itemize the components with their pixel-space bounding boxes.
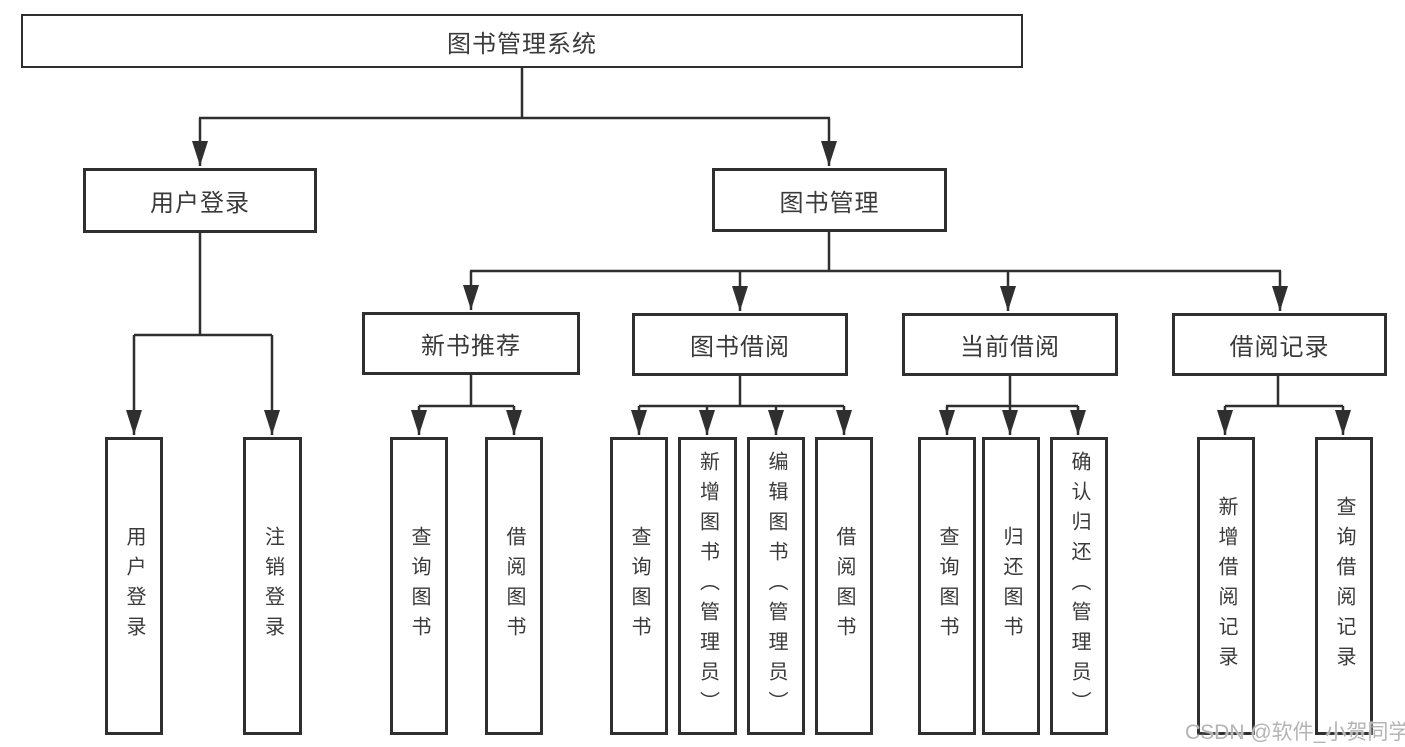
leaf-query-book-current-label: 查询图书 (936, 526, 958, 646)
csdn-watermark: CSDN @软件_小贺同学 (1185, 721, 1405, 744)
leaf-query-book-recommend: 查询图书 (390, 437, 448, 735)
node-user-login-label: 用户登录 (150, 190, 250, 217)
leaf-query-book-current: 查询图书 (918, 437, 976, 735)
node-book-management: 图书管理 (712, 168, 947, 232)
leaf-query-book-recommend-label: 查询图书 (408, 526, 430, 646)
node-current-borrow-label: 当前借阅 (960, 334, 1060, 361)
leaf-borrow-book-recommend-label: 借阅图书 (503, 526, 525, 646)
leaf-add-borrow-record: 新增借阅记录 (1197, 437, 1255, 735)
leaf-add-borrow-record-label: 新增借阅记录 (1215, 496, 1237, 676)
node-book-borrow-label: 图书借阅 (690, 334, 790, 361)
node-root-system: 图书管理系统 (21, 14, 1023, 68)
leaf-edit-book-admin-label: 编辑图书（管理员） (765, 451, 787, 721)
leaf-borrow-book: 借阅图书 (815, 437, 873, 735)
leaf-add-book-admin-label: 新增图书（管理员） (696, 451, 719, 721)
leaf-query-book-borrow: 查询图书 (610, 437, 668, 735)
node-book-management-label: 图书管理 (779, 189, 880, 217)
leaf-logout: 注销登录 (243, 437, 302, 735)
leaf-borrow-book-label: 借阅图书 (833, 526, 855, 646)
leaf-logout-label: 注销登录 (261, 526, 284, 646)
leaf-query-borrow-record: 查询借阅记录 (1315, 437, 1373, 735)
leaf-user-login: 用户登录 (105, 437, 163, 735)
node-user-login: 用户登录 (83, 168, 317, 233)
leaf-add-book-admin: 新增图书（管理员） (678, 437, 737, 735)
leaf-borrow-book-recommend: 借阅图书 (485, 437, 543, 735)
node-root-label: 图书管理系统 (447, 30, 597, 58)
leaf-return-book-label: 归还图书 (1000, 526, 1022, 646)
leaf-edit-book-admin: 编辑图书（管理员） (747, 437, 805, 735)
node-borrow-records-label: 借阅记录 (1229, 334, 1330, 361)
leaf-confirm-return-admin: 确认归还（管理员） (1050, 437, 1108, 735)
node-new-book-recommend-label: 新书推荐 (421, 333, 521, 360)
leaf-confirm-return-admin-label: 确认归还（管理员） (1068, 451, 1090, 721)
arrow-lines (126, 118, 1351, 435)
node-book-borrow: 图书借阅 (632, 313, 848, 376)
node-borrow-records: 借阅记录 (1172, 313, 1387, 376)
leaf-return-book: 归还图书 (982, 437, 1040, 735)
node-new-book-recommend: 新书推荐 (362, 312, 580, 375)
leaf-query-book-borrow-label: 查询图书 (628, 526, 650, 646)
node-current-borrow: 当前借阅 (902, 313, 1118, 376)
leaf-query-borrow-record-label: 查询借阅记录 (1333, 496, 1355, 676)
leaf-user-login-label: 用户登录 (123, 526, 145, 646)
